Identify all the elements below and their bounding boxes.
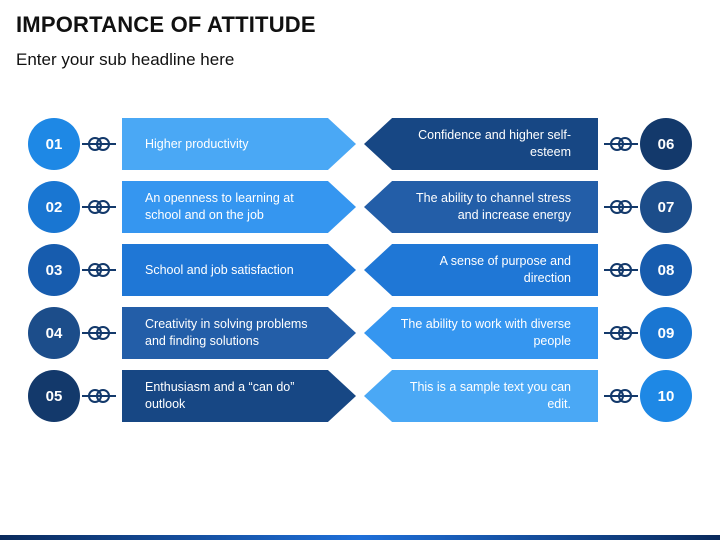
number-circle: 03 [28, 244, 80, 296]
chain-link-icon [604, 137, 638, 151]
chain-link-icon [82, 326, 116, 340]
attitude-item-04: 04 Creativity in solving problems and fi… [28, 307, 358, 359]
attitude-item-08: 08 A sense of purpose and direction [362, 244, 692, 296]
arrow-banner: The ability to channel stress and increa… [364, 181, 598, 233]
attitude-item-06: 06 Confidence and higher self-esteem [362, 118, 692, 170]
chain-link-icon [604, 200, 638, 214]
chain-link-icon [82, 389, 116, 403]
item-text: An openness to learning at school and on… [145, 191, 294, 222]
number-circle: 08 [640, 244, 692, 296]
item-text: The ability to channel stress and increa… [416, 191, 571, 222]
item-text: Confidence and higher self-esteem [418, 128, 571, 159]
arrow-banner: Enthusiasm and a “can do” outlook [122, 370, 356, 422]
item-text: Creativity in solving problems and findi… [145, 317, 308, 348]
arrow-banner: An openness to learning at school and on… [122, 181, 356, 233]
number-circle: 09 [640, 307, 692, 359]
attitude-item-03: 03 School and job satisfaction [28, 244, 358, 296]
number-circle: 05 [28, 370, 80, 422]
attitude-item-01: 01 Higher productivity [28, 118, 358, 170]
bottom-accent-bar [0, 535, 720, 540]
attitude-item-10: 10 This is a sample text you can edit. [362, 370, 692, 422]
arrow-banner: This is a sample text you can edit. [364, 370, 598, 422]
arrow-banner: The ability to work with diverse people [364, 307, 598, 359]
number-circle: 01 [28, 118, 80, 170]
attitude-item-09: 09 The ability to work with diverse peop… [362, 307, 692, 359]
arrow-banner: School and job satisfaction [122, 244, 356, 296]
attitude-item-05: 05 Enthusiasm and a “can do” outlook [28, 370, 358, 422]
number-circle: 10 [640, 370, 692, 422]
number-circle: 07 [640, 181, 692, 233]
chain-link-icon [604, 389, 638, 403]
item-text: Enthusiasm and a “can do” outlook [145, 380, 295, 411]
item-text: School and job satisfaction [145, 262, 294, 277]
item-text: This is a sample text you can edit. [409, 380, 571, 411]
chain-link-icon [82, 137, 116, 151]
item-text: The ability to work with diverse people [400, 317, 571, 348]
number-circle: 04 [28, 307, 80, 359]
attitude-item-07: 07 The ability to channel stress and inc… [362, 181, 692, 233]
attitude-item-02: 02 An openness to learning at school and… [28, 181, 358, 233]
chain-link-icon [82, 200, 116, 214]
arrow-banner: Higher productivity [122, 118, 356, 170]
number-circle: 02 [28, 181, 80, 233]
chain-link-icon [82, 263, 116, 277]
item-text: Higher productivity [145, 136, 249, 151]
item-text: A sense of purpose and direction [439, 254, 571, 285]
arrow-banner: A sense of purpose and direction [364, 244, 598, 296]
arrow-banner: Confidence and higher self-esteem [364, 118, 598, 170]
chain-link-icon [604, 326, 638, 340]
page-title: IMPORTANCE OF ATTITUDE [16, 12, 316, 37]
arrow-banner: Creativity in solving problems and findi… [122, 307, 356, 359]
chain-link-icon [604, 263, 638, 277]
number-circle: 06 [640, 118, 692, 170]
page-subtitle: Enter your sub headline here [16, 50, 235, 69]
